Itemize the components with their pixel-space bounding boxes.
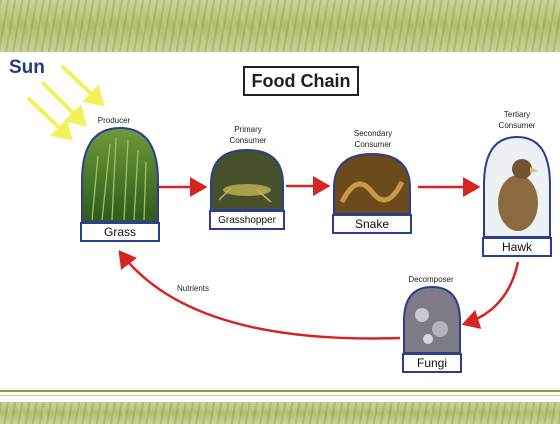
grass-node: Grass [80,126,160,244]
hawk-node: Hawk [482,135,552,259]
arrow-hawk-to-fungi [464,262,518,324]
snake-node: Snake [332,152,412,236]
producer-role-label: Producer [86,115,142,126]
snake-label: Snake [332,214,412,234]
fungi-node: Fungi [402,285,462,375]
arrow-fungi-to-grass [120,252,400,338]
fungi-label: Fungi [402,353,462,373]
hawk-label: Hawk [482,237,552,257]
decomposer-role-label: Decomposer [398,274,464,285]
grasshopper-node: Grasshopper [209,148,285,232]
grasshopper-label: Grasshopper [209,210,285,230]
nutrients-edge-label: Nutrients [168,283,218,294]
diagram-title: Food Chain [243,66,359,96]
sun-label: Sun [9,57,45,79]
grass-label: Grass [80,222,160,242]
